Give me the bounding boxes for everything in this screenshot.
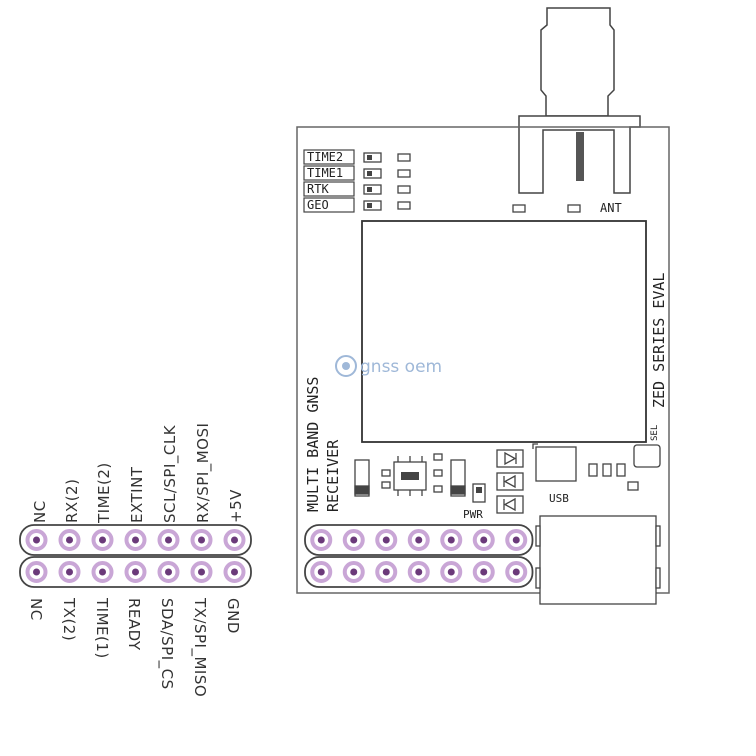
board-header-pin-2-1 [310,561,333,583]
board-header-pin-2-6 [472,561,495,583]
pin-label-bottom-3: TIME(1) [93,597,111,659]
led-label-rtk: RTK [307,182,329,196]
led-label-time2: TIME2 [307,150,343,164]
sel-switch [633,444,661,468]
board-header-pin-1-4 [407,529,430,551]
led-label-geo: GEO [307,198,329,212]
receiver-label-line2: RECEIVER [324,439,342,512]
board-header-pin-2-4 [407,561,430,583]
led-components [363,152,581,213]
pin-label-top-5: SCL/SPI_CLK [161,424,180,523]
pinout-header-pin-2-6 [190,561,213,583]
board-header [304,524,534,588]
pin-label-bottom-1: NC [27,598,45,621]
antenna-label: ANT [600,201,622,215]
lower-components [354,443,661,605]
board-outline [296,126,670,594]
pinout-header-pin-1-6 [190,529,213,551]
board-header-pin-1-5 [440,529,463,551]
pin-label-top-4: EXTINT [128,466,146,523]
pinout-top-labels: NC RX(2) TIME(2) EXTINT SCL/SPI_CLK RX/S… [31,423,245,524]
pinout-header-pin-1-5 [157,529,180,551]
pinout-header-pin-2-4 [124,561,147,583]
pwr-label: PWR [463,508,483,521]
pinout-header-pin-2-7 [223,561,246,583]
usb-label: USB [549,492,569,505]
pinout-header-pin-1-7 [223,529,246,551]
sel-label: SEL [650,425,660,441]
antenna-connector [518,7,641,194]
pinout-header-pin-1-4 [124,529,147,551]
board-header-pin-1-3 [375,529,398,551]
pin-label-top-2: RX(2) [63,479,81,523]
pin-label-top-1: NC [31,500,49,523]
gnss-module [361,220,647,443]
led-label-group: TIME2 TIME1 RTK GEO [303,149,355,213]
board-header-pin-1-1 [310,529,333,551]
pin-label-bottom-7: GND [224,598,242,634]
board-header-pin-2-2 [342,561,365,583]
pinout-header-pin-2-5 [157,561,180,583]
watermark-logo: gnss oem [335,355,442,377]
pin-label-top-6: RX/SPI_MOSI [194,423,213,523]
pin-label-top-3: TIME(2) [95,462,113,524]
led-label-time1: TIME1 [307,166,343,180]
pin-label-bottom-6: TX/SPI_MISO [190,597,209,697]
pinout-header-pin-2-3 [91,561,114,583]
pinout-header-pin-1-2 [58,529,81,551]
watermark-text: gnss oem [360,357,442,377]
pin-label-bottom-4: READY [125,598,143,651]
pinout-header-pin-1-3 [91,529,114,551]
series-label: ZED SERIES EVAL [650,273,668,408]
pinout-bottom-labels: NC TX(2) TIME(1) READY SDA/SPI_CS TX/SPI… [27,597,242,697]
pinout-header-pin-2-2 [58,561,81,583]
receiver-label-line1: MULTI BAND GNSS [304,377,322,512]
pinout-header-pin-1-1 [25,529,48,551]
board-header-pin-1-6 [472,529,495,551]
board-header-pin-1-7 [505,529,528,551]
pinout-header-pin-2-1 [25,561,48,583]
pin-label-top-7: +5V [227,489,245,523]
board-header-pin-1-2 [342,529,365,551]
board-header-pin-2-7 [505,561,528,583]
board-header-pin-2-3 [375,561,398,583]
pin-label-bottom-2: TX(2) [60,597,78,641]
board-header-pin-2-5 [440,561,463,583]
pinout-header [19,524,252,588]
pin-label-bottom-5: SDA/SPI_CS [157,598,176,690]
